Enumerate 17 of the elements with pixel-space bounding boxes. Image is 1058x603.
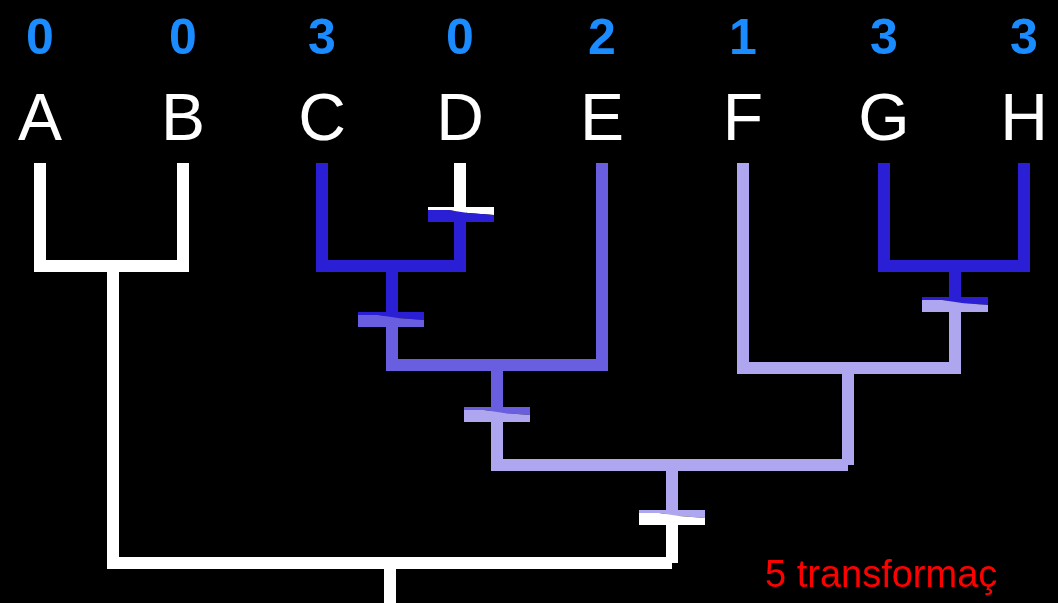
character-state-number: 3: [1010, 12, 1038, 62]
taxon-label: G: [858, 84, 910, 150]
taxon-label: C: [298, 84, 346, 150]
character-state-number: 0: [169, 12, 197, 62]
character-state-number: 0: [446, 12, 474, 62]
taxon-label: E: [580, 84, 624, 150]
taxon-label: D: [436, 84, 484, 150]
character-state-number: 1: [729, 12, 757, 62]
transformation-note: 5 transformaç: [765, 555, 998, 593]
character-state-number: 0: [26, 12, 54, 62]
taxon-label: H: [1000, 84, 1048, 150]
taxon-label: F: [722, 84, 764, 150]
character-state-number: 3: [870, 12, 898, 62]
character-state-number: 2: [588, 12, 616, 62]
character-state-number: 3: [308, 12, 336, 62]
taxon-label: B: [161, 84, 205, 150]
taxon-label: A: [18, 84, 62, 150]
